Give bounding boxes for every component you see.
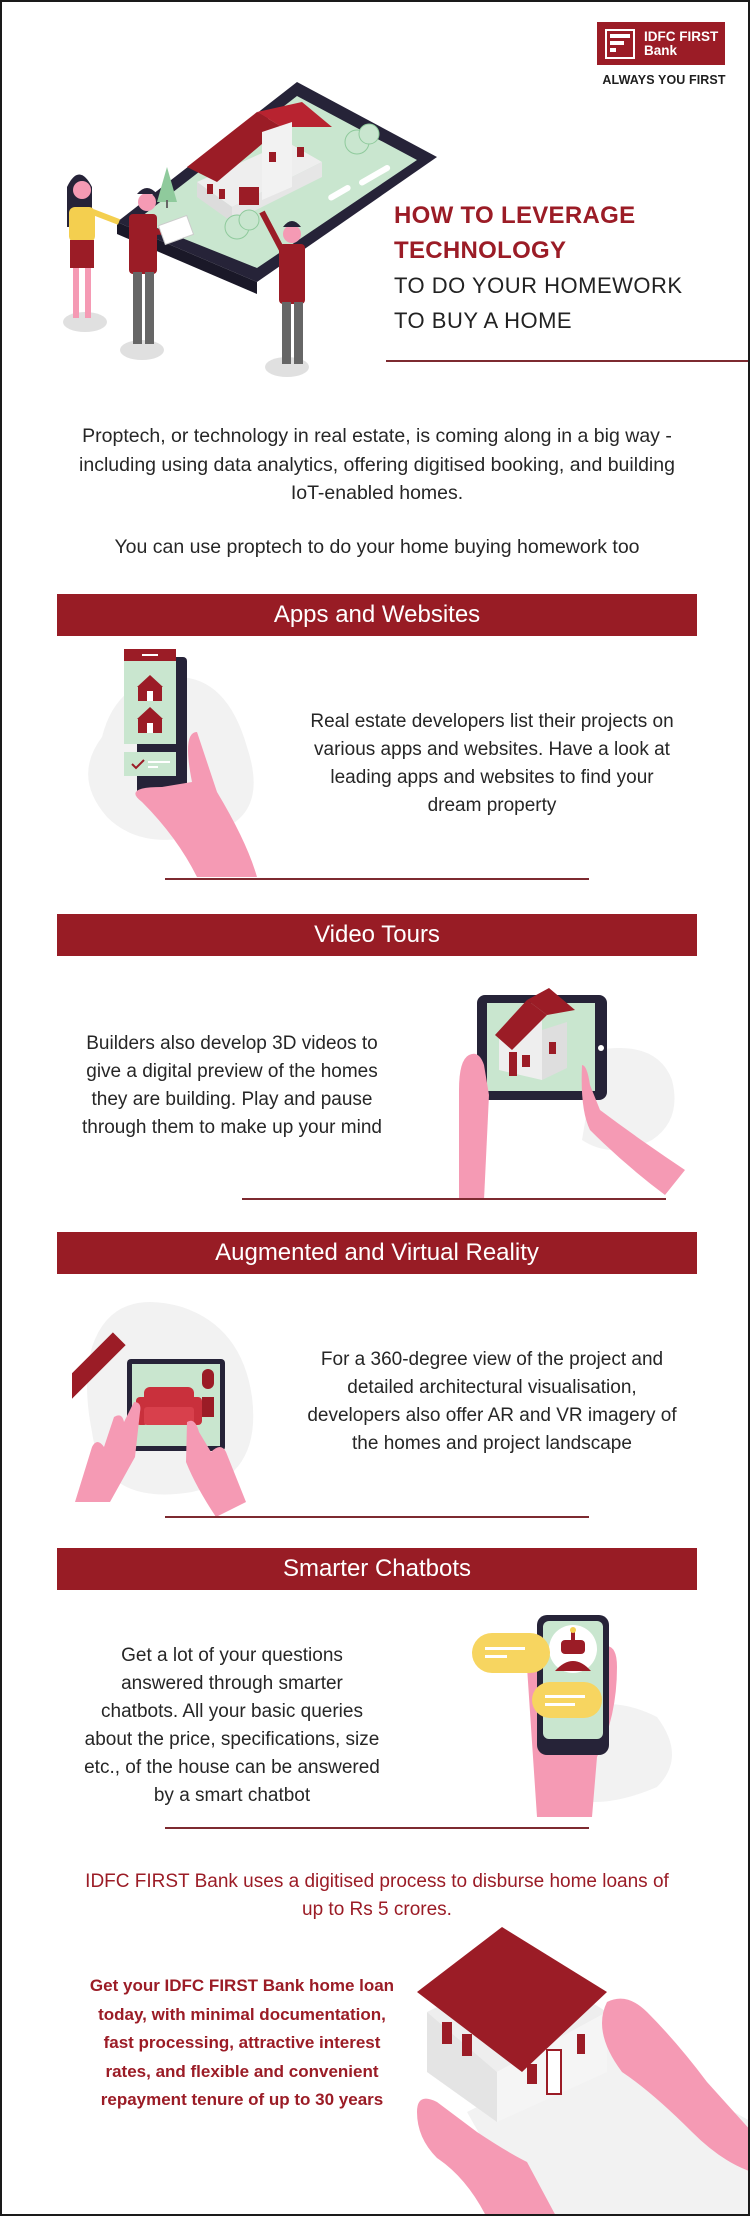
- section-divider: [242, 1198, 666, 1200]
- video-tour-illustration: [457, 970, 702, 1200]
- right-hand-icon: [602, 1998, 748, 2171]
- house-roof-icon: [417, 1927, 607, 2072]
- section-text-chatbots: Get a lot of your questions answered thr…: [84, 1645, 380, 1806]
- hero-illustration: [57, 72, 437, 382]
- right-hand-icon: [186, 1420, 246, 1517]
- section-heading-apps-websites: Apps and Websites: [57, 594, 697, 636]
- chatbot-illustration: [467, 1607, 687, 1822]
- window-icon: [202, 1397, 214, 1417]
- section-divider: [165, 1516, 589, 1518]
- home-loan-cta[interactable]: Get your IDFC FIRST Bank home loan today…: [89, 1976, 395, 2109]
- left-hand-icon: [75, 1402, 141, 1502]
- left-hand-icon: [417, 2098, 555, 2214]
- chat-bubble-icon: [532, 1682, 602, 1718]
- robot-icon: [555, 1627, 591, 1671]
- ruler-icon: [72, 1332, 126, 1402]
- logo-wordmark: IDFC FIRST Bank: [644, 28, 719, 58]
- idfc-first-bank-logo[interactable]: IDFC FIRST Bank: [597, 22, 725, 65]
- house-listing-icon: [137, 707, 163, 733]
- house-roof-icon: [187, 112, 282, 182]
- section-text-apps-websites: Real estate developers list their projec…: [310, 711, 674, 816]
- page-subtitle: TO DO YOUR HOMEWORK TO BUY A HOME: [394, 273, 683, 333]
- section-heading-chatbots: Smarter Chatbots: [57, 1548, 697, 1590]
- title-divider: [386, 360, 748, 362]
- section-text-video-tours: Builders also develop 3D videos to give …: [82, 1033, 382, 1138]
- apps-illustration: [82, 647, 302, 877]
- section-heading-video-tours: Video Tours: [57, 914, 697, 956]
- check-icon: [131, 759, 145, 770]
- sofa-icon: [136, 1387, 202, 1425]
- right-hand-icon: [581, 1065, 685, 1195]
- intro-lead: You can use proptech to do your home buy…: [114, 536, 640, 558]
- hands-holding-house-illustration: [407, 1922, 748, 2214]
- section-divider: [165, 1827, 589, 1829]
- intro-paragraph: Proptech, or technology in real estate, …: [79, 425, 675, 504]
- document-icon: [157, 214, 195, 246]
- house-roof-icon: [495, 1000, 547, 1050]
- page-title: HOW TO LEVERAGE TECHNOLOGY: [394, 202, 636, 264]
- section-heading-ar-vr: Augmented and Virtual Reality: [57, 1232, 697, 1274]
- window-icon: [202, 1369, 214, 1389]
- section-divider: [165, 878, 589, 880]
- ar-vr-illustration: [72, 1287, 312, 1517]
- left-hand-icon: [459, 1053, 489, 1200]
- section-text-ar-vr: For a 360-degree view of the project and…: [307, 1349, 677, 1454]
- brand-tagline: ALWAYS YOU FIRST: [602, 73, 726, 87]
- house-listing-icon: [137, 675, 163, 701]
- closing-statement: IDFC FIRST Bank uses a digitised process…: [85, 1871, 669, 1920]
- hand-icon: [135, 732, 257, 877]
- door-icon: [546, 2049, 562, 2095]
- bank-logo-icon: [605, 28, 635, 59]
- chat-bubble-icon: [472, 1633, 550, 1673]
